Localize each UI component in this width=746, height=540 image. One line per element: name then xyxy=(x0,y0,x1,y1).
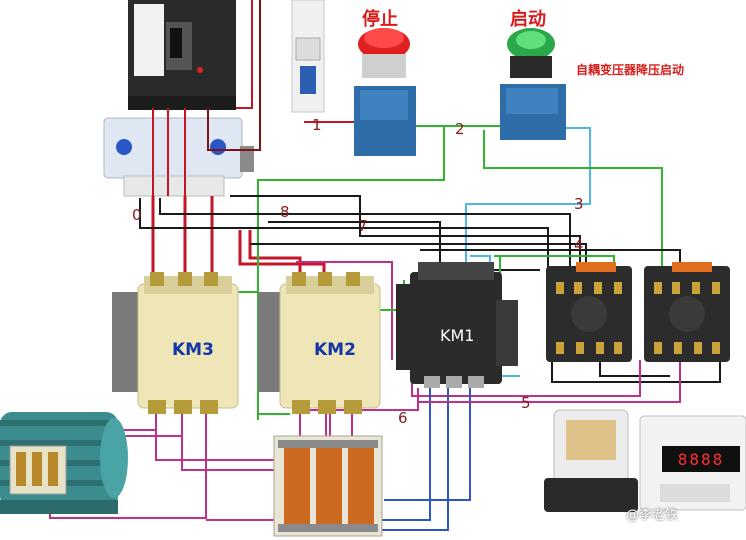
wire-number-5: 5 xyxy=(521,394,531,412)
relay-socket-1 xyxy=(546,262,632,362)
relay-socket-2 xyxy=(644,262,730,362)
km2-label: KM2 xyxy=(314,340,356,360)
stop-label: 停止 xyxy=(362,9,398,30)
wire-number-2: 2 xyxy=(455,120,465,138)
wire-number-3: 3 xyxy=(574,195,584,213)
motor xyxy=(0,412,128,514)
fuse-switch xyxy=(291,0,325,113)
start-label: 启动 xyxy=(510,9,546,30)
diagram-title: 自耦变压器降压启动 xyxy=(576,63,685,77)
start-button xyxy=(500,28,566,140)
overload-relay xyxy=(103,117,254,197)
time-relay xyxy=(544,409,638,512)
km1-label: KM1 xyxy=(440,326,475,345)
wire-number-4: 4 xyxy=(574,236,584,254)
km3-label: KM3 xyxy=(172,340,214,360)
watermark: @李老铁 xyxy=(626,508,679,523)
wire-number-0: 0 xyxy=(132,206,142,224)
wire-number-7: 7 xyxy=(358,217,368,235)
contactor-km1 xyxy=(396,262,518,388)
stop-button xyxy=(354,28,416,156)
wire-number-6: 6 xyxy=(398,409,408,427)
wire-number-8: 8 xyxy=(280,203,290,221)
contactor-km2 xyxy=(258,272,381,414)
autotransformer xyxy=(273,435,383,537)
circuit-breaker xyxy=(128,0,236,110)
wire-number-1: 1 xyxy=(312,116,322,134)
timer-display: 8888 xyxy=(662,449,740,471)
contactor-km3 xyxy=(112,272,239,414)
